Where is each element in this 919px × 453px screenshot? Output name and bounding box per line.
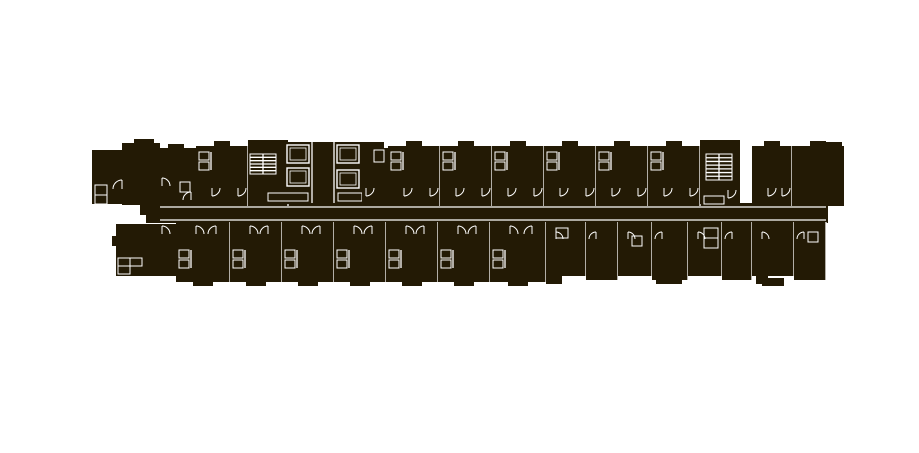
bathroom-icon — [440, 249, 454, 269]
room-south — [490, 222, 547, 286]
door-icon — [796, 231, 805, 240]
door-icon — [455, 187, 465, 197]
stairs-icon — [249, 153, 277, 175]
lift-icon — [336, 144, 360, 164]
room-south-east — [652, 222, 689, 284]
room-south — [230, 222, 283, 286]
door-icon — [211, 187, 221, 197]
door-icon — [195, 225, 205, 235]
room-south — [176, 222, 231, 286]
door-icon — [363, 225, 373, 235]
door-icon — [533, 187, 543, 197]
door-icon — [509, 225, 519, 235]
door-icon — [415, 225, 425, 235]
room-south — [334, 222, 387, 286]
south-wing — [112, 222, 827, 286]
door-icon — [689, 187, 699, 197]
door-icon — [259, 225, 269, 235]
room-south-east — [586, 222, 619, 280]
bathroom-icon — [178, 249, 192, 269]
door-icon — [237, 187, 247, 197]
door-icon — [585, 187, 595, 197]
bathroom-icon — [284, 249, 298, 269]
door-icon — [161, 177, 171, 187]
room-south-east — [752, 222, 795, 284]
door-icon — [781, 187, 791, 197]
corridor — [140, 203, 828, 223]
lift-icon — [286, 167, 310, 187]
room-south-east — [794, 222, 827, 280]
door-icon — [182, 191, 192, 201]
bathroom-icon — [494, 151, 508, 171]
door-icon — [467, 225, 477, 235]
room-north — [596, 141, 649, 206]
room-north — [648, 141, 701, 206]
bathroom-icon — [492, 249, 506, 269]
bathroom-icon — [650, 151, 664, 171]
door-icon — [249, 225, 259, 235]
room-south — [438, 222, 491, 286]
bathroom-icon — [442, 151, 456, 171]
door-icon — [654, 231, 663, 240]
bathroom-icon — [198, 151, 212, 171]
bathroom-icon — [336, 249, 350, 269]
bathroom-icon — [598, 151, 612, 171]
door-icon — [161, 225, 171, 235]
bathroom-icon — [546, 151, 560, 171]
room-south-east — [688, 222, 723, 276]
room-north — [752, 141, 793, 206]
bathroom-icon — [388, 249, 402, 269]
door-icon — [523, 225, 533, 235]
door-icon — [627, 231, 636, 240]
door-icon — [481, 187, 491, 197]
door-icon — [353, 225, 363, 235]
room-south — [282, 222, 335, 286]
room-north-west-2 — [122, 143, 160, 205]
door-icon — [588, 231, 597, 240]
door-icon — [301, 225, 311, 235]
door-icon — [112, 179, 123, 190]
room-north-west-3 — [160, 148, 196, 206]
door-icon — [559, 187, 569, 197]
door-icon — [611, 187, 621, 197]
door-icon — [365, 187, 375, 197]
door-icon — [637, 187, 647, 197]
door-icon — [697, 231, 706, 240]
door-icon — [403, 187, 413, 197]
room-south-east — [722, 222, 753, 280]
door-icon — [767, 187, 777, 197]
room-north-east — [792, 146, 844, 206]
door-icon — [311, 225, 321, 235]
door-icon — [207, 225, 217, 235]
door-icon — [663, 187, 673, 197]
room-north — [440, 141, 493, 206]
bathroom-icon — [390, 151, 404, 171]
room-south-east — [546, 222, 587, 284]
room-north — [544, 141, 597, 206]
door-icon — [429, 187, 439, 197]
bathroom-icon — [232, 249, 246, 269]
room-south-east — [618, 222, 653, 276]
door-icon — [507, 187, 517, 197]
door-icon — [724, 231, 733, 240]
room-north — [492, 141, 545, 206]
door-icon — [761, 231, 770, 240]
room-south-west — [116, 224, 176, 276]
stairs-icon — [705, 153, 733, 181]
lift-icon — [336, 169, 360, 189]
room-north — [196, 141, 249, 206]
north-wing — [92, 139, 845, 206]
lift-icon — [286, 144, 310, 164]
room-north — [388, 141, 441, 206]
door-icon — [457, 225, 467, 235]
door-icon — [727, 189, 737, 199]
door-icon — [405, 225, 415, 235]
room-south — [386, 222, 439, 286]
